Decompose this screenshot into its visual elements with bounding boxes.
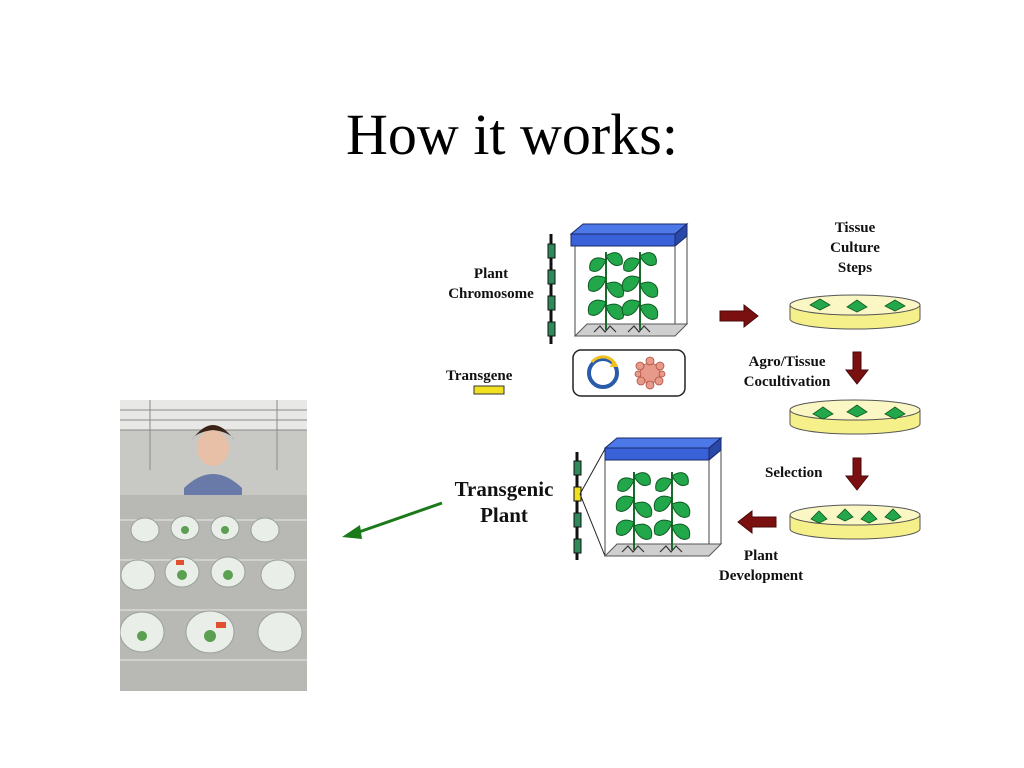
label-plant-chromosome-line1: Plant [473, 266, 509, 282]
label-plant-dev-line2: Development [718, 568, 804, 584]
arrow-to-plant-development [737, 510, 777, 534]
petri-dish-2 [789, 399, 921, 435]
transgene-segment [473, 385, 505, 395]
slide-title: How it works: [346, 102, 678, 167]
label-tissue-culture-steps: Tissue Culture Steps [805, 218, 905, 278]
label-transgenic-line1: Transgenic [454, 477, 554, 501]
label-plant-development: Plant Development [706, 546, 816, 586]
label-transgene: Transgene [446, 368, 513, 384]
plant-chromosome-bottom [573, 448, 606, 560]
agrobacterium-box [572, 349, 686, 397]
growth-chamber-bottom [603, 436, 723, 557]
plant-chromosome-top [547, 234, 556, 344]
arrow-to-tissue-culture [719, 304, 759, 328]
petri-dish-3 [789, 504, 921, 540]
label-tissue-line1: Tissue [834, 220, 876, 236]
label-selection: Selection [765, 465, 823, 481]
label-plant-chromosome: Plant Chromosome [441, 264, 541, 304]
label-tissue-line2: Culture [830, 240, 880, 256]
label-agro-line1: Agro/Tissue [748, 354, 826, 370]
label-transgenic-plant: Transgenic Plant [442, 476, 566, 528]
label-plant-chromosome-line2: Chromosome [448, 286, 534, 302]
petri-dish-1 [789, 294, 921, 330]
arrow-down-selection [845, 457, 869, 491]
label-agro-line2: Cocultivation [743, 374, 831, 390]
arrow-down-cocultivation [845, 351, 869, 385]
label-transgenic-line2: Plant [480, 503, 528, 527]
growth-chamber-top [569, 222, 689, 337]
lab-photo [120, 400, 307, 691]
arrow-to-photo [342, 501, 443, 539]
label-agro-tissue-cocultivation: Agro/Tissue Cocultivation [728, 352, 846, 392]
label-tissue-line3: Steps [837, 260, 873, 276]
label-plant-dev-line1: Plant [743, 548, 779, 564]
